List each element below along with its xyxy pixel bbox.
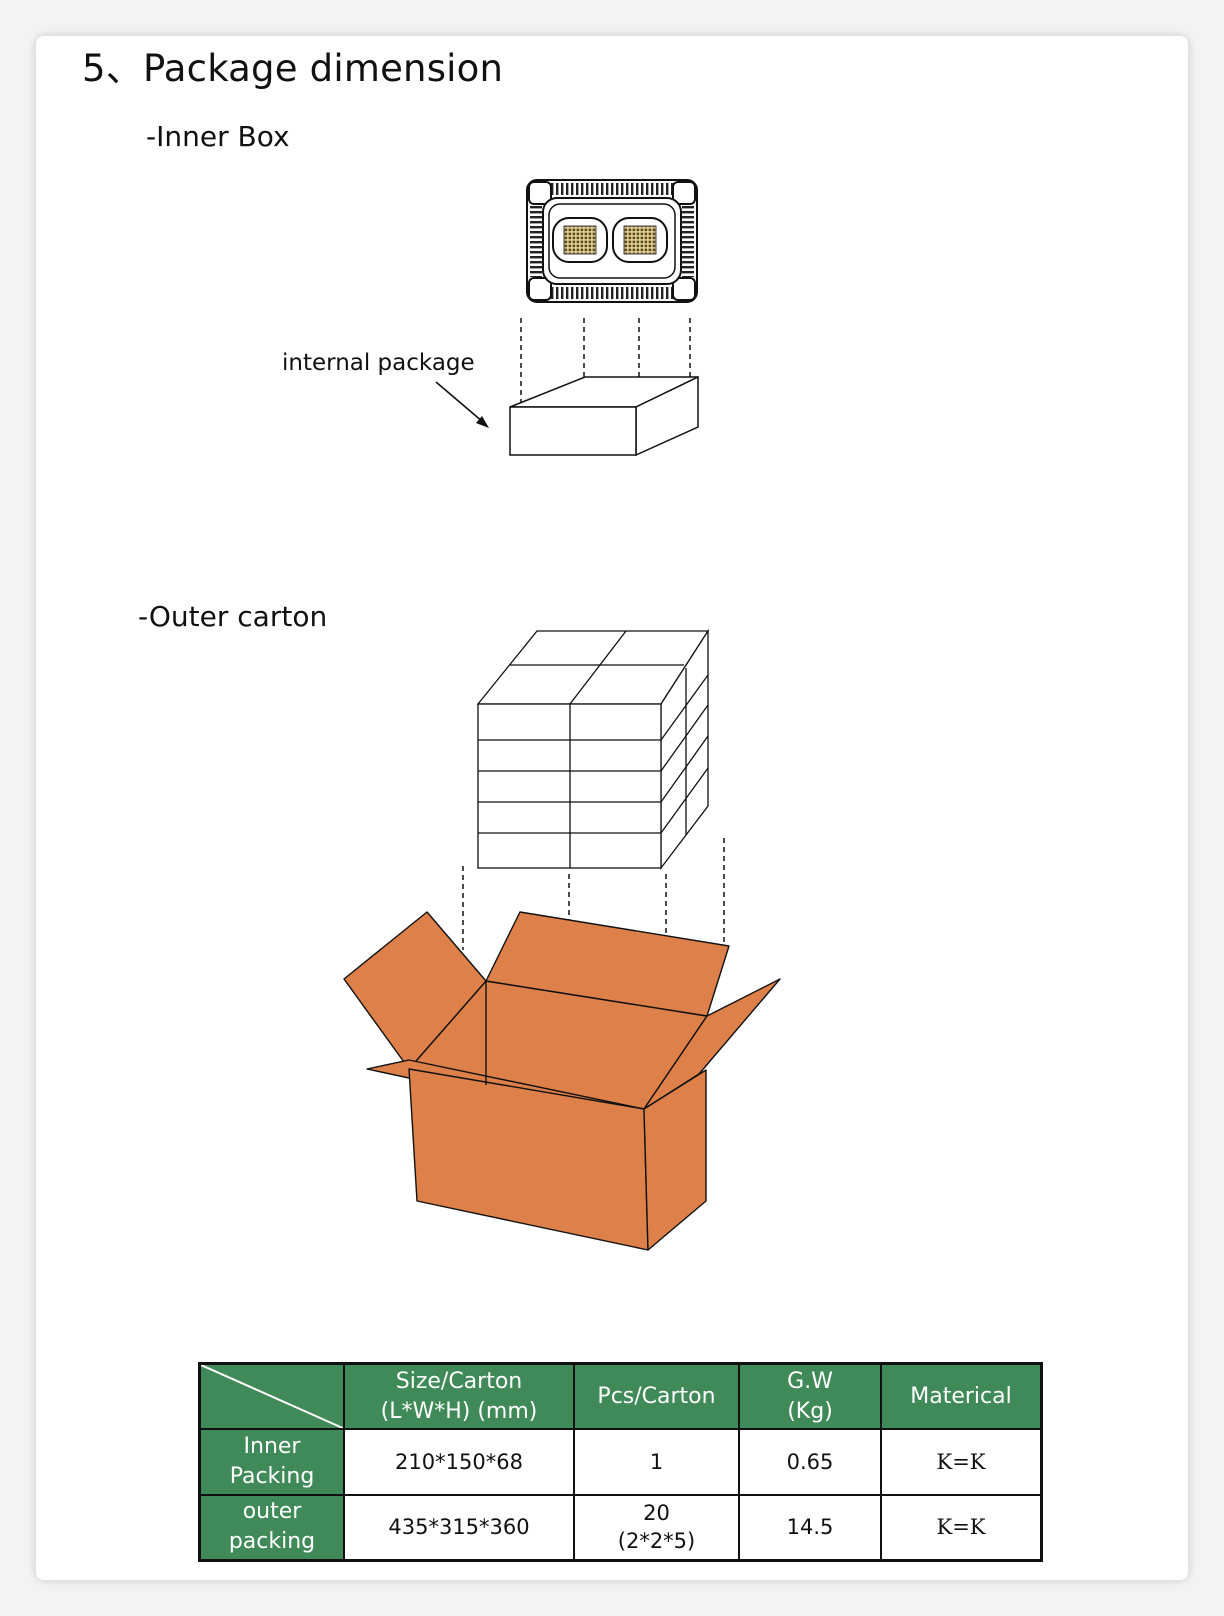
table-header-row: Size/Carton (L*W*H) (mm) Pcs/Carton G.W … [198, 1362, 1043, 1431]
header-material: Materical [880, 1362, 1043, 1431]
header-gw: G.W (Kg) [738, 1362, 882, 1431]
pointer-arrow [435, 381, 489, 428]
row-label-line1: outer [242, 1499, 302, 1525]
header-size-line2: (L*W*H) (mm) [380, 1398, 538, 1424]
cell-material: K=K [880, 1493, 1043, 1562]
inner-box-title: -Inner Box [146, 120, 290, 153]
table-row: outer packing 435*315*360 20 (2*2*5) 14.… [198, 1493, 1043, 1562]
package-illustrations [343, 179, 781, 1251]
row-label-line2: packing [228, 1529, 316, 1555]
cell-pcs: 1 [573, 1428, 740, 1496]
table-row: Inner Packing 210*150*68 1 0.65 K=K [198, 1428, 1043, 1496]
cell-size: 435*315*360 [343, 1493, 575, 1562]
cell-pcs-line1: 20 [643, 1501, 670, 1526]
cell-material: K=K [880, 1428, 1043, 1496]
floodlight-icon [526, 179, 698, 303]
row-label-line1: Inner [243, 1433, 301, 1459]
cell-gw: 14.5 [738, 1493, 882, 1562]
internal-package-label: internal package [282, 350, 475, 376]
section-heading: 5、Package dimension [82, 47, 504, 90]
cell-gw: 0.65 [738, 1428, 882, 1496]
cell-size: 210*150*68 [343, 1428, 575, 1496]
header-pcs: Pcs/Carton [573, 1362, 740, 1431]
header-gw-line2: (Kg) [787, 1398, 833, 1424]
cell-pcs-line2: (2*2*5) [617, 1529, 696, 1554]
header-size-line1: Size/Carton [395, 1368, 523, 1394]
diagonal-header-cell [198, 1362, 345, 1431]
stacked-inner-boxes [476, 628, 710, 870]
row-label-line2: Packing [229, 1463, 315, 1489]
package-spec-table: Size/Carton (L*W*H) (mm) Pcs/Carton G.W … [198, 1362, 1043, 1562]
open-carton-icon [343, 911, 781, 1251]
header-size: Size/Carton (L*W*H) (mm) [343, 1362, 575, 1431]
inner-package-box [509, 375, 699, 457]
cell-pcs-line1: 1 [649, 1449, 664, 1474]
row-label-outer: outer packing [198, 1493, 345, 1562]
outer-carton-title: -Outer carton [138, 600, 328, 633]
cell-pcs: 20 (2*2*5) [573, 1493, 740, 1562]
diagonal-line-icon [201, 1365, 343, 1429]
row-label-inner: Inner Packing [198, 1428, 345, 1496]
header-gw-line1: G.W [787, 1368, 833, 1394]
